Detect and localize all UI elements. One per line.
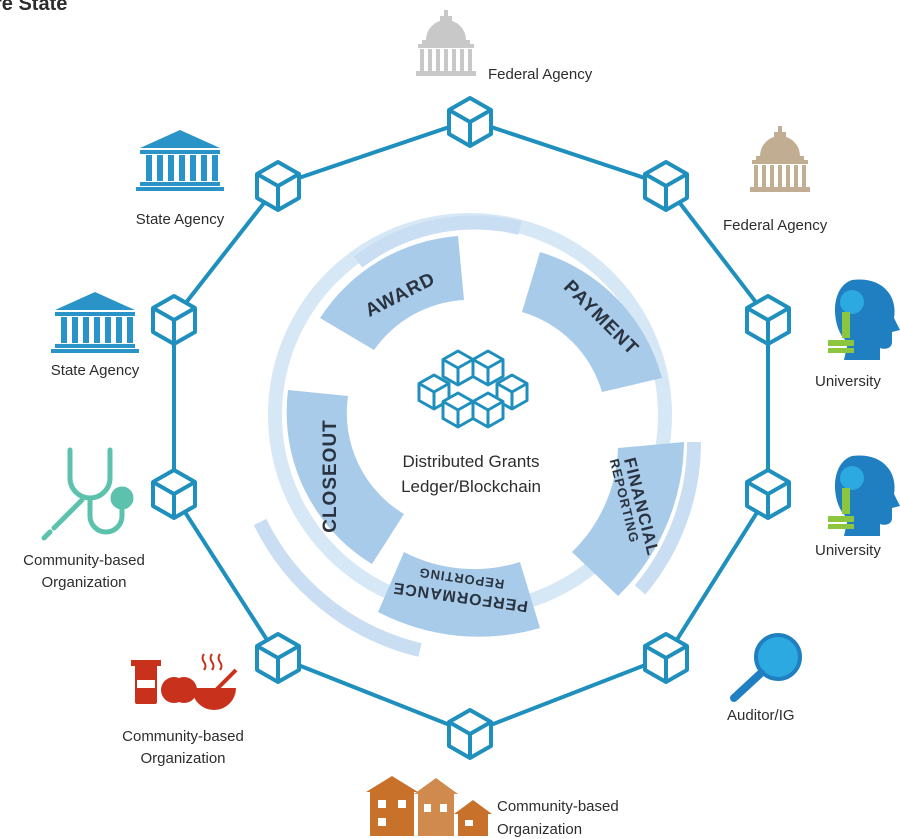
label-federal-top: Federal Agency [488, 66, 593, 83]
center-label-line1: Distributed Grants [403, 452, 540, 471]
capitol-icon [750, 126, 810, 192]
node-cube-university-1 [745, 294, 791, 346]
performance-segment [378, 552, 540, 637]
label-cbo-bottom-line2: Organization [497, 821, 582, 838]
payment-segment [522, 252, 662, 392]
label-cbo-left-line1: Community-based [23, 552, 145, 569]
title-fragment: re State [0, 0, 67, 15]
label-state-2: State Agency [51, 362, 140, 379]
center-label-line2: Ledger/Blockchain [401, 477, 541, 496]
closeout-segment [286, 390, 404, 564]
label-cbo-left-line2: Organization [41, 574, 126, 591]
head-microscope-icon [828, 455, 900, 536]
node-cube-cbo-bottom [447, 708, 493, 760]
financial-shell [634, 441, 701, 595]
node-cube-state-1 [255, 160, 301, 212]
label-auditor: Auditor/IG [727, 707, 795, 724]
blockchain-stack-icon [417, 349, 529, 429]
label-cbo-lowerleft-line2: Organization [140, 750, 225, 767]
label-federal-right: Federal Agency [723, 217, 828, 234]
node-cube-federal-top [447, 96, 493, 148]
label-state-1: State Agency [136, 211, 225, 228]
node-cube-state-2 [151, 294, 197, 346]
award-shell [353, 215, 522, 268]
houses-icon [366, 776, 492, 836]
node-cube-auditor [643, 632, 689, 684]
node-cube-university-2 [745, 468, 791, 520]
label-university-2: University [815, 542, 881, 559]
head-microscope-icon [828, 279, 900, 360]
magnifier-icon [730, 633, 802, 702]
bank-icon [136, 130, 224, 191]
stage-closeout: CLOSEOUT [320, 419, 341, 533]
node-cube-cbo-left [151, 468, 197, 520]
label-university-1: University [815, 373, 881, 390]
bank-icon [51, 292, 139, 353]
food-icon [131, 653, 238, 710]
award-segment [320, 236, 464, 350]
label-cbo-lowerleft-line1: Community-based [122, 728, 244, 745]
stethoscope-icon [41, 447, 134, 541]
capitol-icon [416, 10, 476, 76]
performance-shell [253, 518, 422, 657]
node-cube-cbo-lowerleft [255, 632, 301, 684]
node-cube-federal-right [643, 160, 689, 212]
label-cbo-bottom-line1: Community-based [497, 798, 619, 815]
financial-segment [572, 442, 684, 596]
